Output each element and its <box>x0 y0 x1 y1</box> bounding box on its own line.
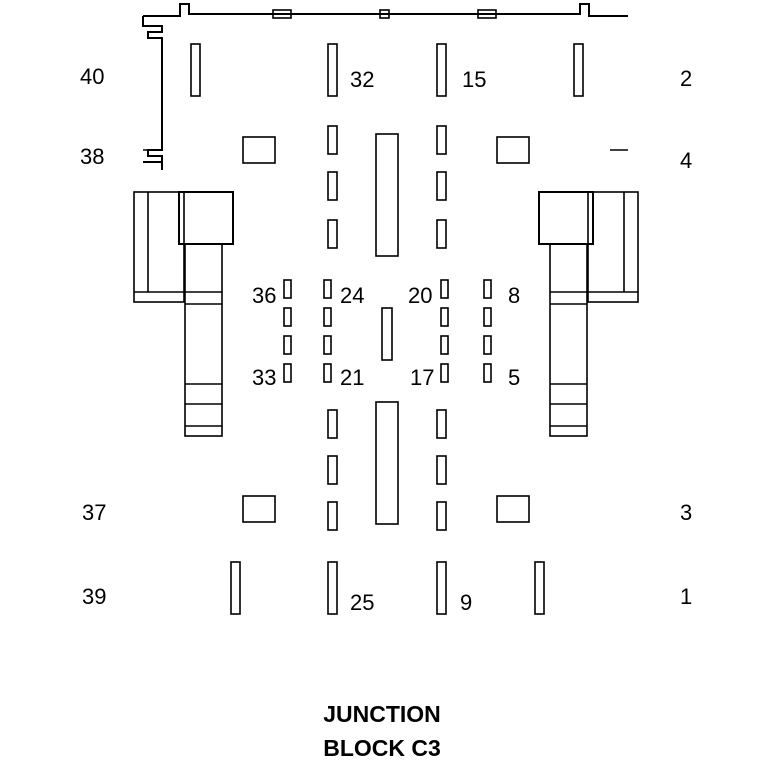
cavity-17 <box>440 363 449 383</box>
cavity <box>327 219 338 249</box>
cavity <box>327 409 338 439</box>
cavity-8 <box>483 279 492 299</box>
pin-label-24: 24 <box>340 283 364 308</box>
pin-label-38: 38 <box>80 144 104 169</box>
cavity-4 <box>496 136 530 164</box>
title-line-2: BLOCK C3 <box>323 735 441 761</box>
cavity-25 <box>327 561 338 615</box>
left-arm-shaft <box>184 243 223 437</box>
pin-label-17: 17 <box>410 365 434 390</box>
cavity-33 <box>283 363 292 383</box>
cavity-24 <box>323 279 332 299</box>
cavity <box>483 307 492 327</box>
top-tab <box>272 9 292 19</box>
top-tab <box>477 9 497 19</box>
cavity <box>327 501 338 531</box>
housing-outline <box>142 3 628 170</box>
left-arm-outer <box>133 191 185 303</box>
left-locking-arm <box>133 191 234 437</box>
pin-label-5: 5 <box>508 365 520 390</box>
body-outline <box>142 16 163 170</box>
pin-label-40: 40 <box>80 64 104 89</box>
pin-label-2: 2 <box>680 66 692 91</box>
cavity <box>436 171 447 201</box>
cavity <box>436 455 447 485</box>
cavity-2 <box>573 43 584 97</box>
pin-label-39: 39 <box>82 584 106 609</box>
cavity <box>323 335 332 355</box>
pin-label-33: 33 <box>252 365 276 390</box>
cavity <box>436 219 447 249</box>
pin-labels: 40 38 37 39 2 4 3 1 32 15 36 24 20 8 33 … <box>80 64 692 615</box>
pin-label-37: 37 <box>82 500 106 525</box>
cavity-39 <box>230 561 241 615</box>
right-arm-shaft <box>549 243 588 437</box>
cavity-32 <box>327 43 338 97</box>
pin-label-1: 1 <box>680 584 692 609</box>
left-lock-block <box>178 191 234 245</box>
right-locking-arm <box>538 191 639 437</box>
cavity <box>283 335 292 355</box>
cavity-40 <box>190 43 201 97</box>
center-cavity-lower <box>375 401 399 525</box>
center-cavity-middle <box>381 307 393 361</box>
cavity <box>327 125 338 155</box>
cavity-38 <box>242 136 276 164</box>
cavity <box>327 455 338 485</box>
pin-label-21: 21 <box>340 365 364 390</box>
cavity <box>440 307 449 327</box>
pin-label-32: 32 <box>350 67 374 92</box>
cavity <box>436 409 447 439</box>
cavity-36 <box>283 279 292 299</box>
cavity-37 <box>242 495 276 523</box>
cavity-1 <box>534 561 545 615</box>
pin-label-4: 4 <box>680 148 692 173</box>
cavity-9 <box>436 561 447 615</box>
cavity-21 <box>323 363 332 383</box>
pin-label-9: 9 <box>460 590 472 615</box>
title-line-1: JUNCTION <box>323 701 441 727</box>
pin-label-15: 15 <box>462 67 486 92</box>
cavity-5 <box>483 363 492 383</box>
cavity <box>436 501 447 531</box>
cavity <box>327 171 338 201</box>
cavity <box>440 335 449 355</box>
cavity-3 <box>496 495 530 523</box>
right-arm-outer <box>587 191 639 303</box>
pin-label-8: 8 <box>508 283 520 308</box>
pin-label-3: 3 <box>680 500 692 525</box>
center-cavity-upper <box>375 133 399 257</box>
pin-label-20: 20 <box>408 283 432 308</box>
cavity <box>436 125 447 155</box>
cavity <box>323 307 332 327</box>
cavity <box>283 307 292 327</box>
pin-label-25: 25 <box>350 590 374 615</box>
terminal-cavities <box>190 43 584 615</box>
right-lock-block <box>538 191 594 245</box>
cavity <box>483 335 492 355</box>
top-tab <box>379 9 390 19</box>
top-rail <box>143 3 628 17</box>
cavity-20 <box>440 279 449 299</box>
cavity-15 <box>436 43 447 97</box>
pin-label-36: 36 <box>252 283 276 308</box>
